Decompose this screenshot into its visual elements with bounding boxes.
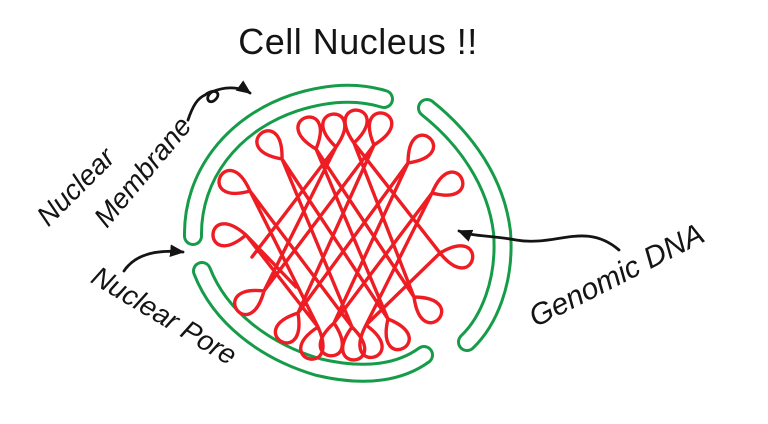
nuclear-membrane-segment-top-left xyxy=(182,83,394,246)
membrane-arc-core xyxy=(195,264,431,380)
nuclear-pore-arrow xyxy=(122,244,185,273)
membrane-arc-core xyxy=(185,86,391,243)
genomic-dna-arrow xyxy=(457,229,621,252)
nuclear-membrane-segment-bottom xyxy=(192,261,434,383)
genomic-dna-scribble xyxy=(211,108,475,362)
membrane-arc-border xyxy=(182,83,394,246)
page-title: Cell Nucleus !! xyxy=(238,21,478,62)
nuclear-membrane-segment-right xyxy=(417,98,513,352)
nuclear-membrane-arrow xyxy=(186,80,252,122)
membrane-arc-core xyxy=(420,101,510,349)
